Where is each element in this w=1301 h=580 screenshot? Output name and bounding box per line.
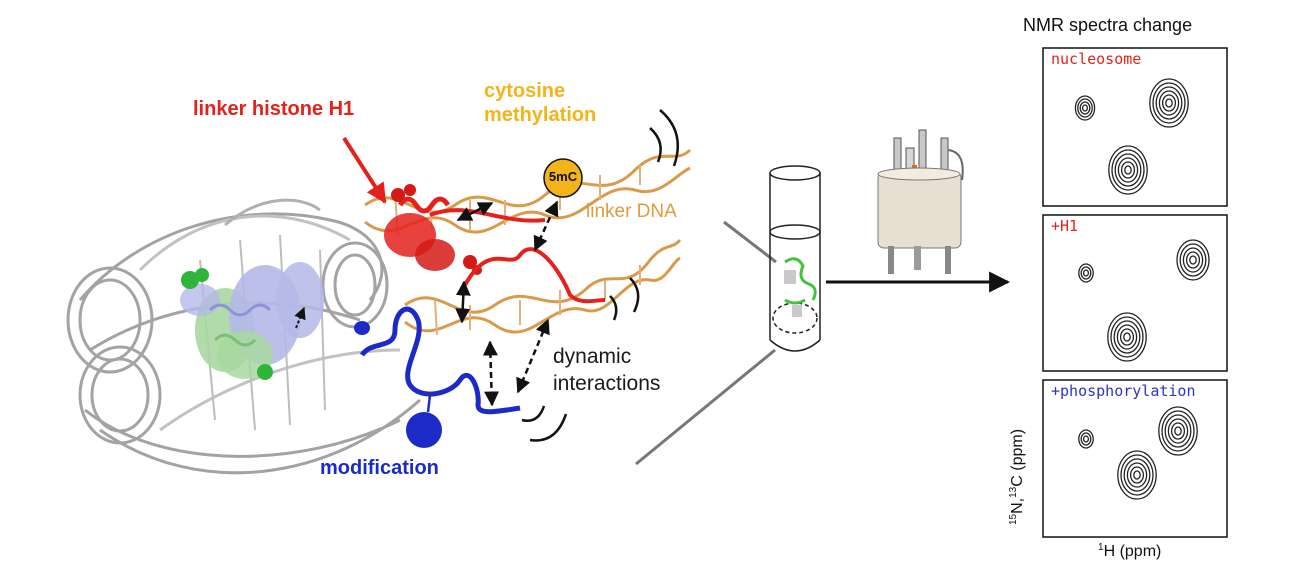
nmr-peak-contour [1124, 165, 1132, 175]
x-axis-superscript: 1 [1098, 542, 1104, 553]
y-axis-sup-13: 13 [1008, 486, 1019, 498]
zoom-line-upper [723, 220, 777, 264]
nmr-peak-contour [1126, 462, 1148, 488]
modification-site [354, 321, 370, 335]
panel-label-h1: +H1 [1051, 217, 1079, 235]
nmr-peak-contour [1113, 320, 1141, 354]
nmr-peak-contour [1110, 316, 1144, 358]
nmr-peak-contour [1189, 255, 1197, 265]
nmr-peak-contour [1080, 266, 1092, 280]
y-axis-label: 15N,13C (ppm) [1008, 429, 1027, 525]
nmr-peak-contour [1165, 98, 1173, 108]
panel-label-nucleosome: nucleosome [1051, 50, 1142, 68]
histone-core [180, 262, 324, 380]
nmr-peak-contour [1185, 251, 1201, 269]
nmr-peak-contour [1161, 410, 1195, 452]
nmr-peak-contour [1074, 95, 1096, 121]
nmr-peak-contour [1155, 86, 1183, 120]
nmr-peak-contour [1161, 94, 1177, 112]
y-axis-mid: N, [1009, 497, 1026, 514]
nmr-tube [769, 165, 821, 352]
nmr-peak-contour [1081, 104, 1089, 112]
linker-dna-label: linker DNA [586, 201, 677, 222]
linker-histone-label: linker histone H1 [193, 98, 355, 120]
nmr-peak-contour [1077, 98, 1093, 118]
nmr-peak-contour [1107, 312, 1147, 362]
nmr-peak-contour [1078, 263, 1094, 283]
nmr-peak-contour [1179, 243, 1207, 277]
nmr-peak-contour [1176, 239, 1210, 281]
nmr-peak-contour [1120, 454, 1154, 496]
y-axis-sup-15: 15 [1008, 513, 1019, 525]
nmr-peak-contour [1133, 470, 1141, 480]
nmr-peaks [1074, 78, 1210, 500]
modification-tail [359, 306, 521, 415]
nmr-peak-contour [1078, 429, 1094, 449]
y-axis-text: C (ppm) [1009, 428, 1026, 487]
spectrum-panel-phosphorylation [1042, 379, 1228, 538]
nmr-peak-contour [1120, 161, 1136, 179]
nmr-peak-contour [1123, 332, 1131, 342]
spectrum-panel-nucleosome [1042, 47, 1228, 207]
nmr-peak-contour [1158, 90, 1180, 116]
nmr-peak-contour [1117, 157, 1139, 183]
nmr-peak-contour [1117, 450, 1157, 500]
modification-label: modification [320, 457, 439, 479]
nmr-spectrometer-icon [877, 129, 964, 274]
nmr-peak-contour [1182, 247, 1204, 273]
interaction-arrows [455, 200, 559, 407]
interactions-label: interactions [553, 372, 661, 395]
panel-label-phosphorylation: +phosphorylation [1051, 382, 1196, 400]
nmr-peak-contour [1082, 269, 1090, 277]
nmr-peak-contour [1114, 153, 1142, 187]
nmr-peak-contour [1111, 149, 1145, 191]
5mc-circle [543, 158, 583, 198]
nmr-peak-contour [1129, 466, 1145, 484]
nmr-peak-contour [1116, 324, 1138, 350]
modification-dot [406, 412, 442, 448]
x-axis-text: H (ppm) [1103, 543, 1162, 560]
cytosine-label: cytosine [484, 80, 566, 102]
x-axis-label: 1H (ppm) [1098, 542, 1161, 561]
nmr-peak-contour [1152, 82, 1186, 124]
nmr-peak-contour [1123, 458, 1151, 492]
5mc-label: 5mC [548, 169, 578, 184]
nmr-peak-contour [1158, 406, 1198, 456]
nmr-peak-contour [1082, 435, 1090, 443]
nmr-peak-contour [1170, 422, 1186, 440]
methylation-label: methylation [484, 104, 597, 126]
motion-arcs [521, 109, 680, 442]
dynamic-label: dynamic [553, 345, 632, 368]
spectrum-panel-h1 [1042, 214, 1228, 372]
nmr-peak-contour [1080, 432, 1092, 446]
nmr-title: NMR spectra change [1023, 15, 1193, 35]
nmr-peak-contour [1079, 101, 1091, 115]
nmr-peak-contour [1149, 78, 1189, 128]
zoom-line-lower [635, 348, 776, 466]
nmr-peak-contour [1119, 328, 1135, 346]
h1-pointer-arrow [342, 136, 387, 204]
nmr-peak-contour [1108, 145, 1148, 195]
nmr-peak-contour [1167, 418, 1189, 444]
nmr-peak-contour [1164, 414, 1192, 448]
nmr-peak-contour [1174, 426, 1182, 436]
